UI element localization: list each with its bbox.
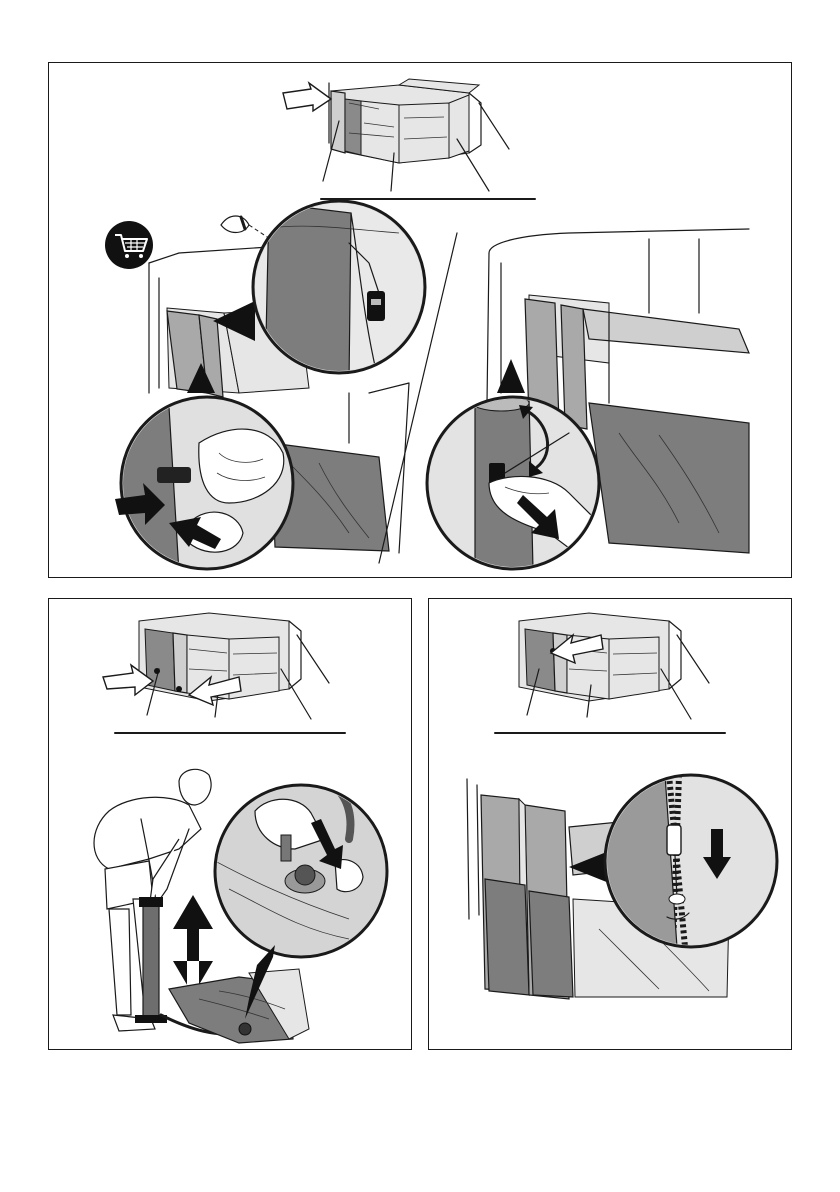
air-tube-fabric [169,969,309,1043]
zipper-illustration [429,599,793,1051]
inflate-pump-illustration [49,599,413,1051]
awning-overview-diagram [103,613,345,733]
shopping-cart-icon [105,221,153,269]
strap-buckle-illustration [49,63,793,579]
illustration-panel-strap-buckle [48,62,792,578]
white-arrow-right-icon [283,83,331,111]
awning-overview-diagram [283,79,535,199]
illustration-panel-zipper [428,598,792,1050]
zoom-circle-hands-squeeze [115,397,293,573]
illustration-panel-inflate-pump [48,598,412,1050]
double-arrow-vertical-icon [173,895,213,995]
zoom-circle-zipper [605,775,777,947]
awning-overview-diagram [495,613,725,733]
